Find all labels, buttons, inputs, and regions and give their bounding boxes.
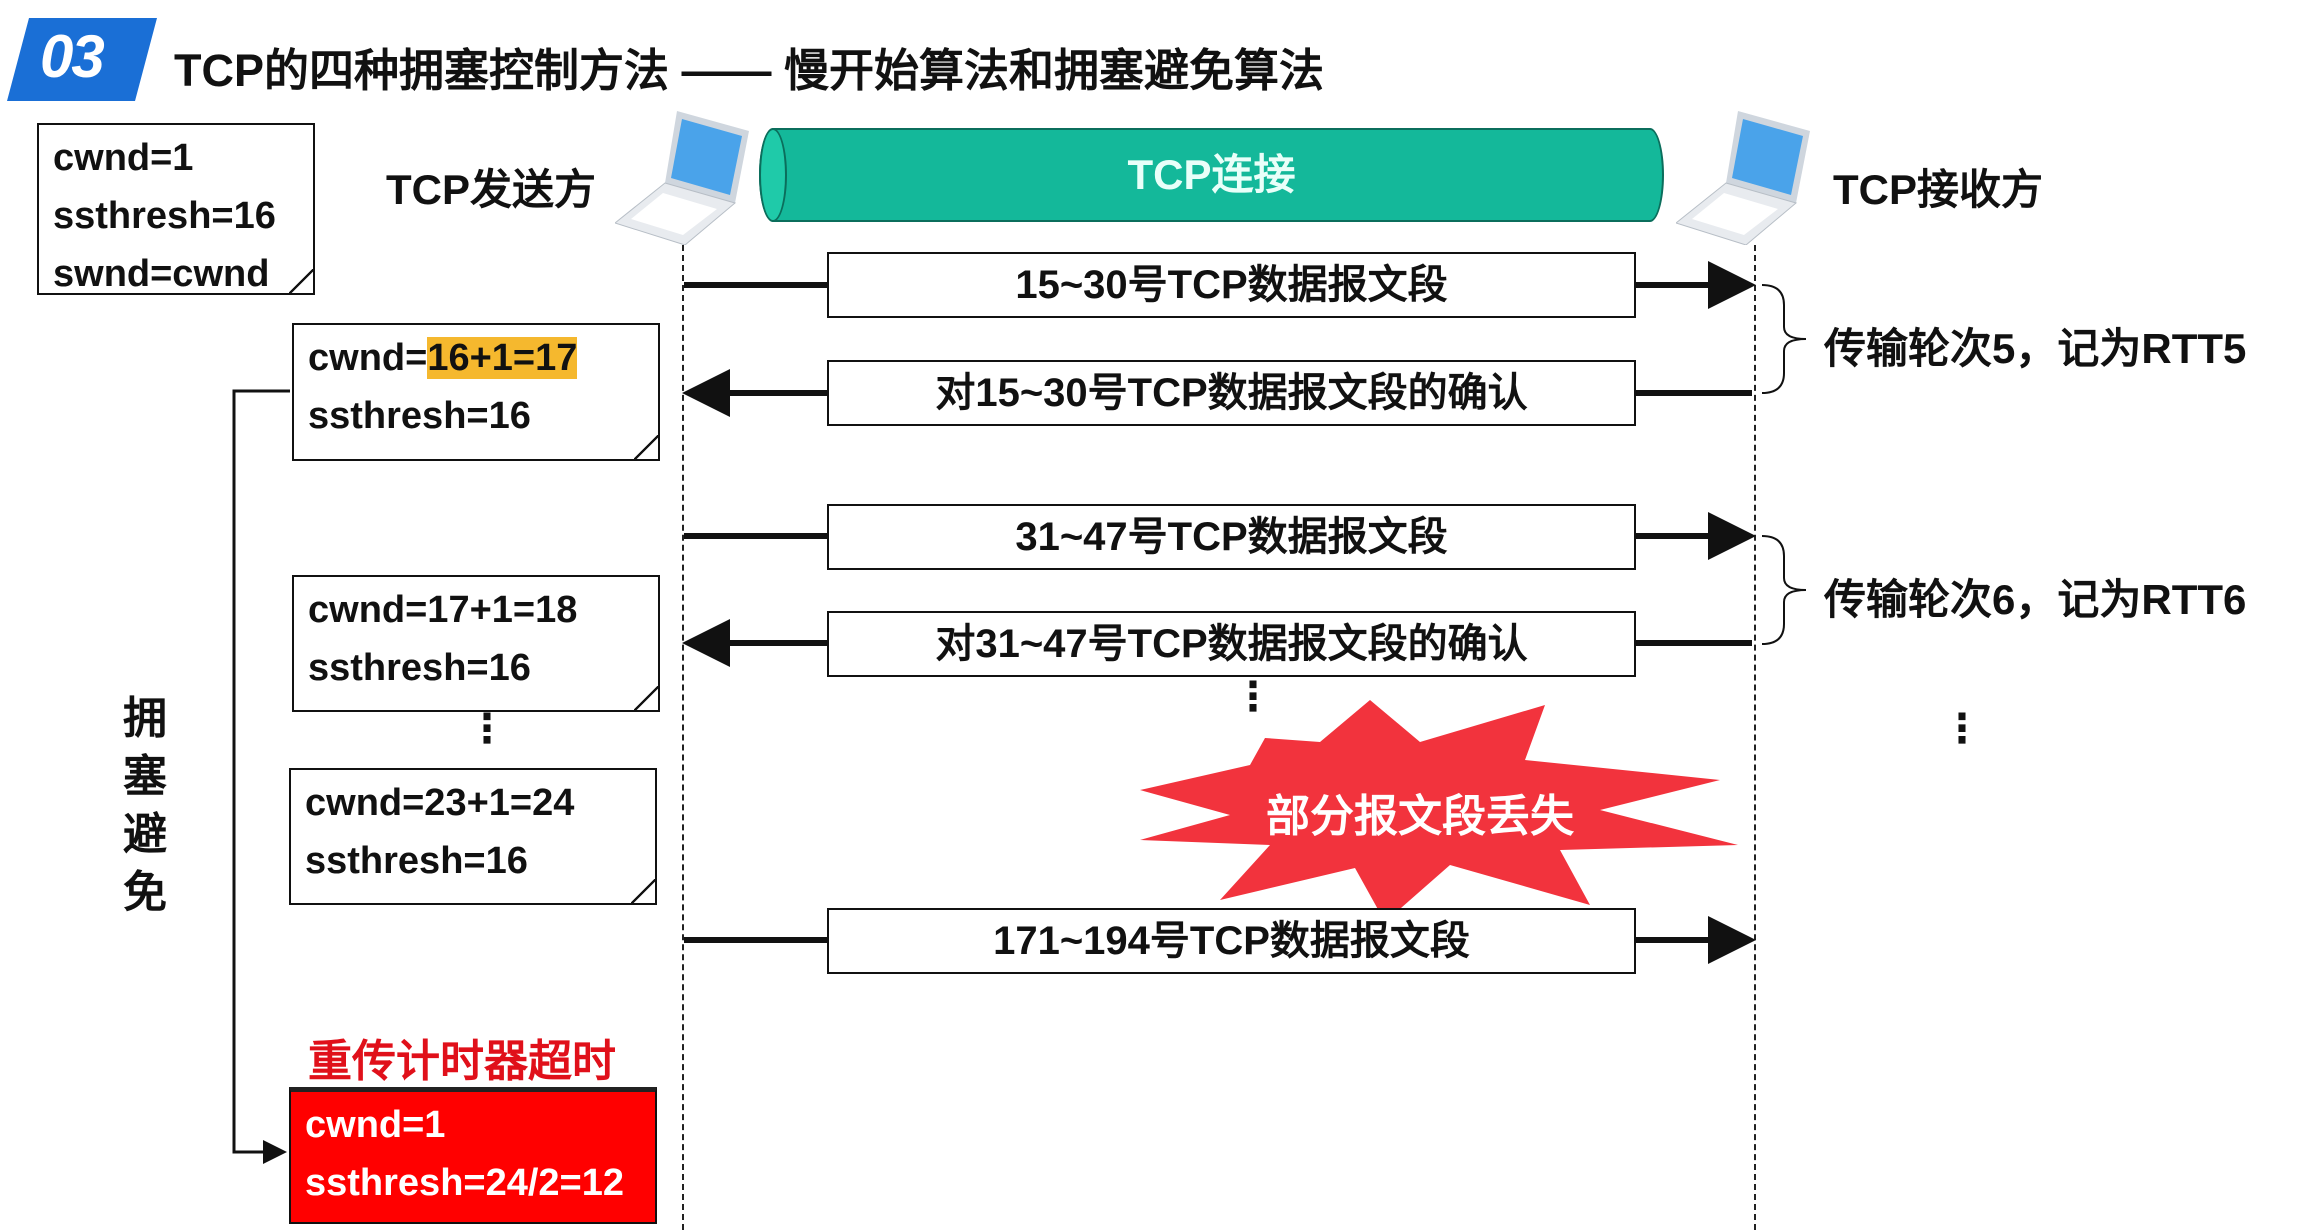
round-brace: [1761, 535, 1807, 645]
segment-box: 31~47号TCP数据报文段: [827, 504, 1636, 570]
ack-box: 对31~47号TCP数据报文段的确认: [827, 611, 1636, 677]
state-note: cwnd=23+1=24 ssthresh=16: [289, 768, 657, 905]
cwnd-highlight: 16+1=17: [427, 337, 578, 379]
cwnd-text: cwnd=1: [53, 137, 194, 179]
loss-starburst: [1140, 700, 1738, 922]
sender-timeline: [682, 245, 684, 1230]
loss-label: 部分报文段丢失: [1266, 792, 1574, 841]
section-number: 03: [40, 23, 105, 90]
timeout-label: 重传计时器超时: [308, 1037, 616, 1086]
segment-box: 15~30号TCP数据报文段: [827, 252, 1636, 318]
cwnd-text: cwnd=23+1=24: [305, 782, 575, 824]
ellipsis: ⋮: [467, 707, 507, 751]
ack-box: 对15~30号TCP数据报文段的确认: [827, 360, 1636, 426]
cwnd-prefix: cwnd=: [308, 337, 428, 379]
sender-label: TCP发送方: [386, 166, 597, 213]
phase-label: 拥塞避免: [123, 694, 167, 917]
page-fold-icon: [631, 879, 655, 903]
state-note: cwnd=17+1=18 ssthresh=16: [292, 575, 660, 712]
swnd-text: swnd=cwnd: [53, 253, 270, 295]
page-fold-icon: [289, 269, 313, 293]
round-brace: [1761, 284, 1807, 394]
receiver-timeline: [1754, 245, 1756, 1230]
phase-bracket: [232, 389, 290, 1164]
initial-state-note: cwnd=1 ssthresh=16 swnd=cwnd: [37, 123, 315, 295]
ellipsis: ⋮: [1942, 707, 1982, 751]
cwnd-text: cwnd=17+1=18: [308, 589, 578, 631]
timeout-state-note: cwnd=1 ssthresh=24/2=12: [289, 1087, 657, 1224]
ssthresh-text: ssthresh=16: [305, 840, 528, 882]
tcp-connection-pipe: TCP连接: [759, 128, 1664, 222]
page-fold-icon: [634, 686, 658, 710]
ssthresh-text: ssthresh=16: [53, 195, 276, 237]
receiver-label: TCP接收方: [1833, 166, 2044, 213]
receiver-laptop-icon: [1676, 111, 1810, 245]
ssthresh-text: ssthresh=16: [308, 395, 531, 437]
ssthresh-text: ssthresh=16: [308, 647, 531, 689]
round-label: 传输轮次5，记为RTT5: [1824, 325, 2247, 372]
pipe-end: [759, 128, 787, 222]
segment-box: 171~194号TCP数据报文段: [827, 908, 1636, 974]
connection-label: TCP连接: [1127, 151, 1296, 198]
sender-laptop-icon: [615, 111, 749, 245]
ssthresh-text: ssthresh=24/2=12: [305, 1162, 625, 1204]
page-fold-icon: [634, 435, 658, 459]
cwnd-text: cwnd=1: [305, 1104, 446, 1146]
state-note: cwnd=16+1=17 ssthresh=16: [292, 323, 660, 461]
page-title: TCP的四种拥塞控制方法 —— 慢开始算法和拥塞避免算法: [174, 45, 1325, 96]
round-label: 传输轮次6，记为RTT6: [1824, 576, 2247, 623]
ellipsis: ⋮: [1233, 675, 1273, 719]
section-badge: [7, 18, 157, 101]
